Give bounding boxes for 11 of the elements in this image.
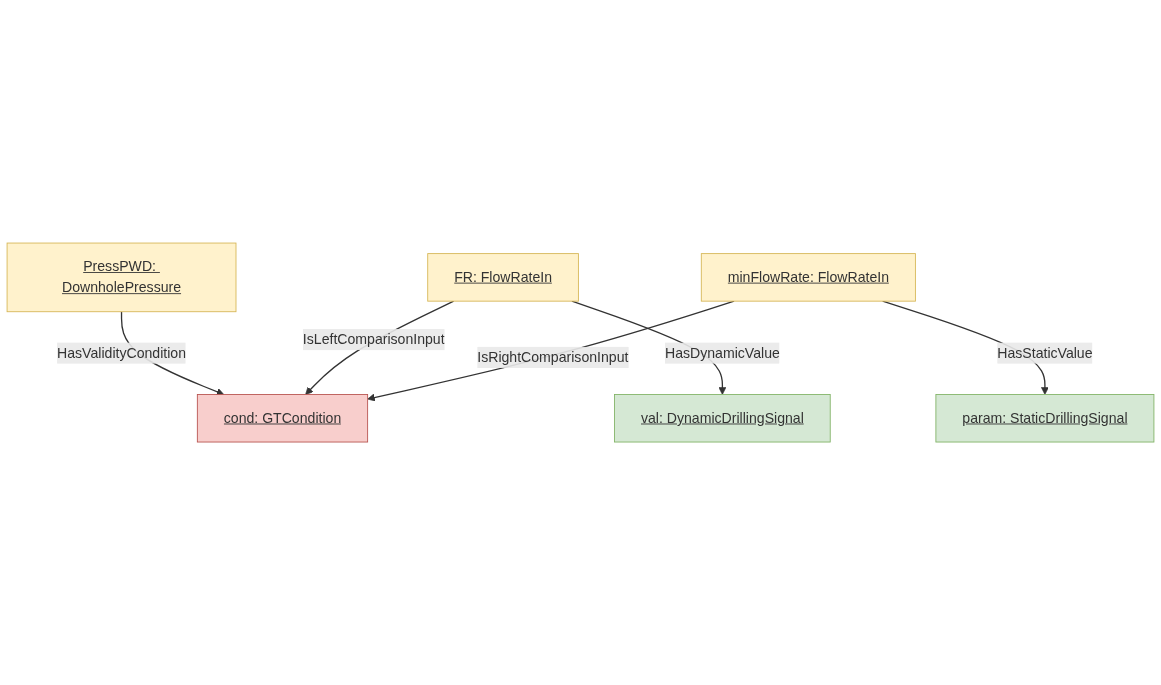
node-box: cond: GTCondition — [196, 394, 369, 443]
node-box: val: DynamicDrillingSignal — [614, 394, 831, 443]
edge-label: HasStaticValue — [997, 345, 1093, 361]
node-box: minFlowRate: FlowRateIn — [700, 253, 916, 302]
node-box: FR: FlowRateIn — [427, 253, 579, 302]
edge-label: HasValidityCondition — [57, 345, 187, 361]
edge-label: IsLeftComparisonInput — [302, 331, 445, 347]
node-box: PressPWD: DownholePressure — [6, 242, 237, 313]
edge-label: IsRightComparisonInput — [477, 349, 629, 365]
edge-label: HasDynamicValue — [664, 345, 780, 361]
node-box: param: StaticDrillingSignal — [935, 394, 1155, 443]
